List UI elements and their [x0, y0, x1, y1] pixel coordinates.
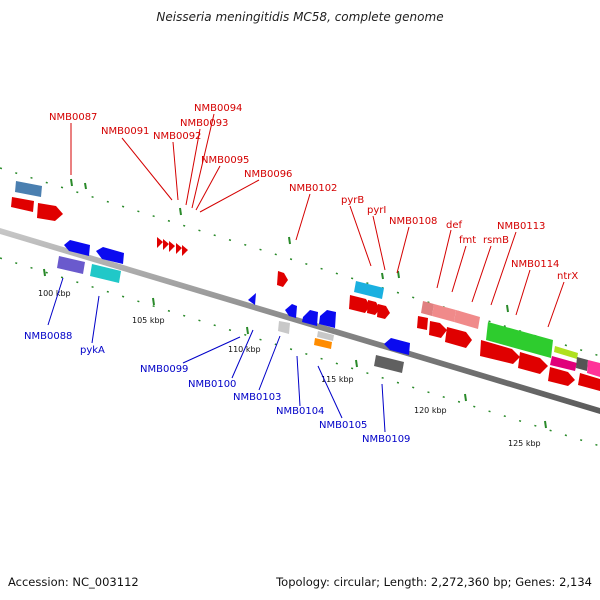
gene-label-nmb0094: NMB0094	[194, 103, 242, 114]
gene-feature	[374, 355, 404, 373]
gene-label-pyri: pyrI	[367, 205, 386, 216]
gene-feature	[550, 356, 577, 371]
gene-feature	[278, 321, 290, 334]
scale-label-115: 115 kbp	[321, 375, 354, 384]
gene-feature	[285, 304, 297, 318]
gene-label-nmb0103: NMB0103	[233, 392, 281, 403]
genome-title: Neisseria meningitidis MC58, complete ge…	[156, 10, 444, 24]
gene-feature	[57, 256, 85, 274]
gene-label-nmb0109: NMB0109	[362, 434, 410, 445]
gene-feature	[421, 301, 434, 316]
gene-feature	[314, 338, 332, 349]
bottom-label-leaders	[47, 277, 386, 433]
reverse-strand-genes	[57, 240, 410, 373]
gene-label-nmb0092: NMB0092	[153, 131, 201, 142]
gene-label-rsmb: rsmB	[483, 235, 509, 246]
scale-label-105: 105 kbp	[132, 316, 165, 325]
lower-tick-track	[0, 257, 600, 447]
gene-feature	[445, 327, 472, 348]
gene-feature	[37, 203, 63, 221]
gene-feature	[96, 247, 124, 264]
gene-feature	[576, 357, 588, 371]
gene-feature	[15, 181, 42, 197]
gene-label-nmb0104: NMB0104	[276, 406, 324, 417]
bottom-gene-labels: NMB0088 pykA NMB0099 NMB0100 NMB0103 NMB…	[24, 331, 410, 445]
gene-label-pyka: pykA	[80, 345, 105, 356]
gene-feature	[90, 264, 121, 283]
gene-feature	[277, 271, 288, 287]
gene-feature	[163, 239, 169, 250]
upper-tick-track	[0, 167, 600, 357]
gene-feature	[429, 321, 447, 338]
gene-feature	[11, 197, 34, 212]
gene-feature	[554, 346, 578, 359]
gene-feature	[377, 304, 390, 319]
gene-label-pyrb: pyrB	[341, 195, 364, 206]
gene-feature	[248, 293, 256, 305]
gene-label-nmb0108: NMB0108	[389, 216, 437, 227]
gene-feature	[302, 310, 318, 326]
gene-feature	[169, 241, 175, 252]
gene-feature	[157, 237, 163, 248]
gene-feature	[518, 352, 548, 374]
gene-label-def: def	[446, 220, 463, 231]
gene-label-nmb0100: NMB0100	[188, 379, 236, 390]
gene-label-nmb0105: NMB0105	[319, 420, 367, 431]
gene-feature	[176, 243, 182, 254]
gene-label-nmb0096: NMB0096	[244, 169, 292, 180]
gene-feature	[319, 310, 336, 328]
gene-feature	[384, 338, 410, 355]
gene-feature	[480, 340, 520, 364]
gene-feature	[578, 373, 600, 391]
scale-label-120: 120 kbp	[414, 406, 447, 415]
gene-label-ntrx: ntrX	[557, 271, 578, 282]
top-gene-labels: NMB0087 NMB0091 NMB0092 NMB0093 NMB0094 …	[49, 103, 578, 282]
gene-feature	[548, 367, 575, 386]
gene-label-nmb0113: NMB0113	[497, 221, 545, 232]
gene-label-nmb0102: NMB0102	[289, 183, 337, 194]
gene-feature	[367, 300, 380, 315]
gene-feature	[454, 310, 480, 329]
genome-backbone	[0, 228, 600, 414]
gene-label-fmt: fmt	[459, 235, 476, 246]
top-label-leaders	[70, 113, 565, 328]
gene-feature	[587, 360, 600, 377]
forward-strand-genes	[11, 181, 600, 391]
gene-label-nmb0095: NMB0095	[201, 155, 249, 166]
gene-feature	[354, 281, 384, 299]
gene-feature	[432, 304, 456, 322]
gene-feature	[64, 240, 90, 256]
gene-label-nmb0088: NMB0088	[24, 331, 72, 342]
gene-feature	[317, 331, 334, 341]
gene-label-nmb0087: NMB0087	[49, 112, 97, 123]
gene-feature	[182, 245, 188, 256]
gene-label-nmb0114: NMB0114	[511, 259, 559, 270]
gene-label-nmb0091: NMB0091	[101, 126, 149, 137]
gene-label-nmb0099: NMB0099	[140, 364, 188, 375]
scale-label-125: 125 kbp	[508, 439, 541, 448]
gene-feature	[417, 316, 428, 330]
scale-label-100: 100 kbp	[38, 289, 71, 298]
genome-summary-text: Topology: circular; Length: 2,272,360 bp…	[276, 575, 592, 589]
accession-text: Accession: NC_003112	[8, 575, 139, 589]
gene-label-nmb0093: NMB0093	[180, 118, 228, 129]
gene-feature	[486, 322, 553, 358]
gene-feature	[349, 295, 370, 313]
